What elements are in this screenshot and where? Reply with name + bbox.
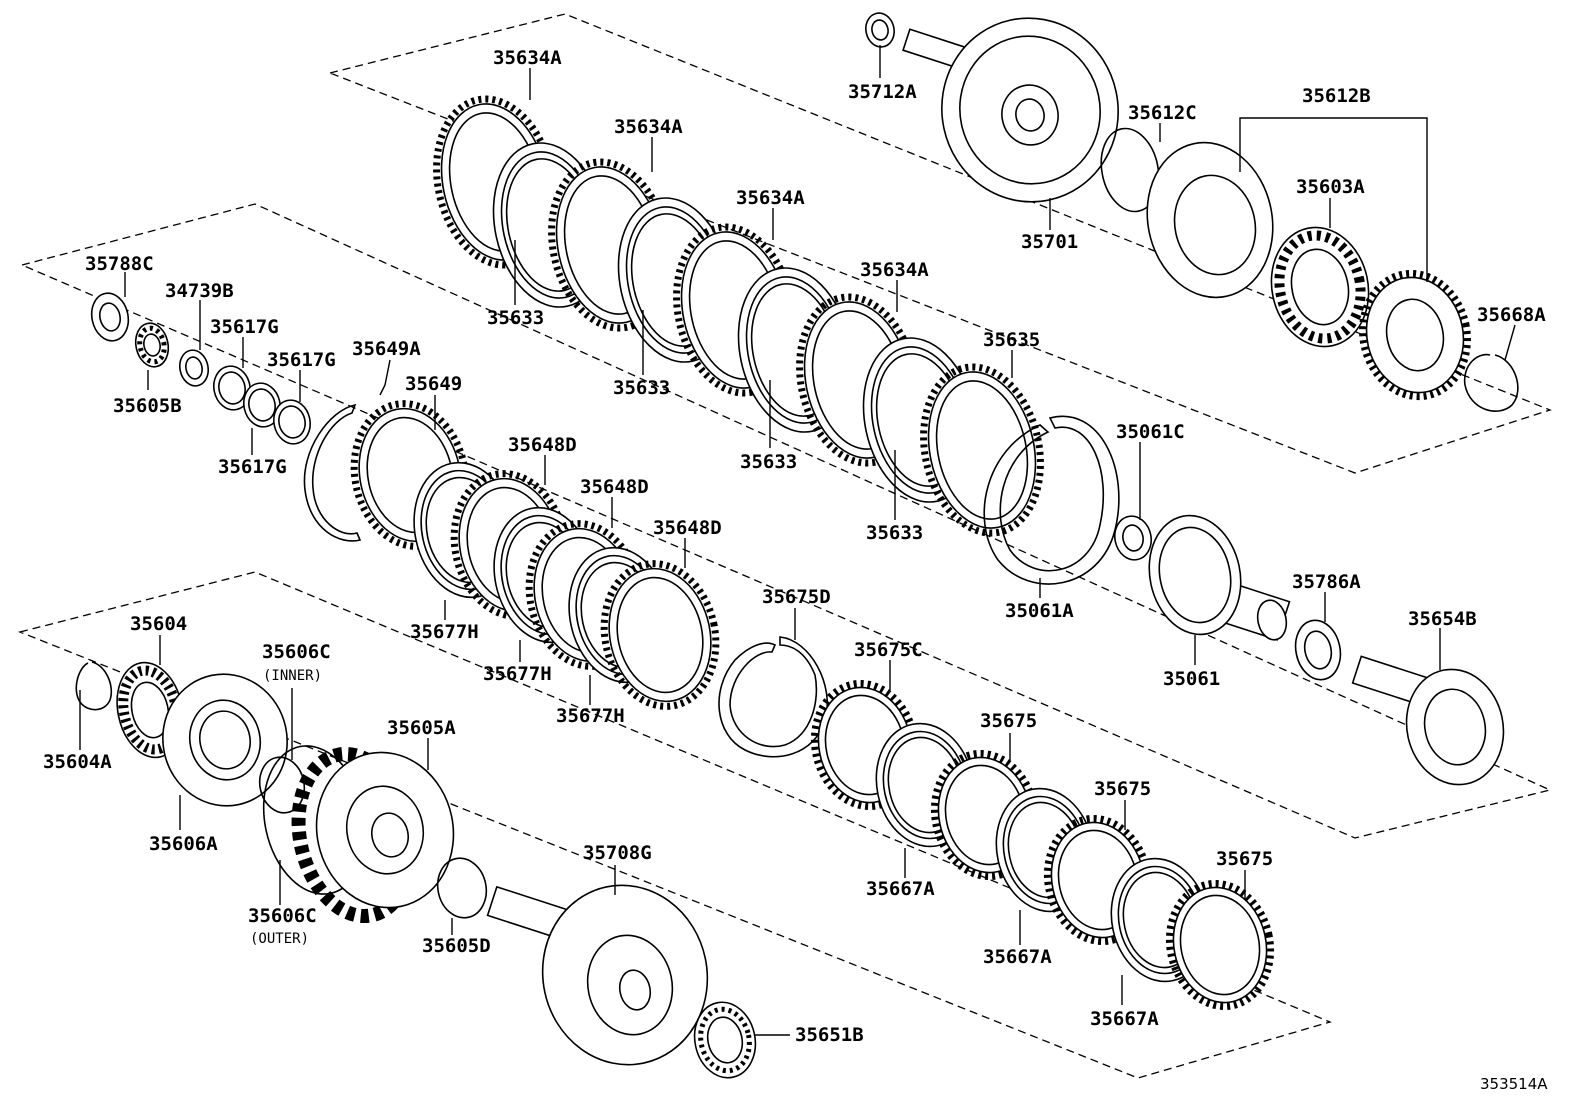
label-35648D-2: 35648D xyxy=(580,476,649,498)
label-35675-2: 35675 xyxy=(1094,778,1151,800)
note-outer: (OUTER) xyxy=(250,931,309,947)
piston-35612B xyxy=(1146,141,1274,299)
label-35675-1: 35675 xyxy=(980,710,1037,732)
snap-ring-35668A xyxy=(1463,353,1519,412)
label-35786A: 35786A xyxy=(1292,571,1361,593)
label-35634A-3: 35634A xyxy=(736,187,805,209)
label-35603A: 35603A xyxy=(1296,176,1365,198)
plate-35612B xyxy=(1359,269,1471,401)
label-35606C-outer: 35606C xyxy=(248,905,317,927)
plate-35675-3 xyxy=(1165,879,1275,1011)
label-35788C: 35788C xyxy=(85,253,154,275)
clutch-plates-middle xyxy=(350,400,720,710)
group-outline-bottom xyxy=(17,571,1332,1079)
group-outline-top xyxy=(327,13,1552,474)
label-35635: 35635 xyxy=(983,329,1040,351)
drum-35701 xyxy=(902,17,1119,203)
label-35667A-2: 35667A xyxy=(983,946,1052,968)
label-35675C: 35675C xyxy=(854,639,923,661)
o-ring-35605D xyxy=(436,857,488,919)
snap-ring-35649A xyxy=(303,403,362,542)
label-35605D: 35605D xyxy=(422,935,491,957)
label-35604: 35604 xyxy=(130,613,187,635)
clutch-plates-top xyxy=(433,95,1044,537)
part-labels: 35634A 35634A 35634A 35634A 35633 35633 … xyxy=(43,47,1548,1093)
label-35604A: 35604A xyxy=(43,751,112,773)
washer-35712A xyxy=(865,12,895,48)
label-34739B: 34739B xyxy=(165,280,234,302)
leader-lines xyxy=(79,45,1516,1036)
clutch-plates-lower xyxy=(810,679,1275,1011)
group-outline-middle xyxy=(20,203,1552,839)
label-35612C: 35612C xyxy=(1128,102,1197,124)
label-35701: 35701 xyxy=(1021,231,1078,253)
label-35675D: 35675D xyxy=(762,586,831,608)
label-35667A-3: 35667A xyxy=(1090,1008,1159,1030)
label-35677H-2: 35677H xyxy=(483,663,552,685)
label-35633-4: 35633 xyxy=(866,522,923,544)
label-35605A: 35605A xyxy=(387,717,456,739)
hub-35606A xyxy=(162,673,288,807)
snap-ring-35675D xyxy=(718,636,828,758)
spring-retainer-35603A xyxy=(1270,226,1370,348)
ring-35617G-1 xyxy=(213,365,251,411)
label-35606C-inner: 35606C xyxy=(262,641,331,663)
label-35649A: 35649A xyxy=(352,338,421,360)
bearing-35605B xyxy=(134,322,170,368)
plate-35648D-3 xyxy=(600,560,720,710)
snap-ring-35604A xyxy=(75,661,112,711)
label-35617G-2: 35617G xyxy=(267,349,336,371)
label-35061C: 35061C xyxy=(1116,421,1185,443)
drum-35061 xyxy=(1148,514,1291,641)
label-35606A: 35606A xyxy=(149,833,218,855)
label-35634A-2: 35634A xyxy=(614,116,683,138)
label-35633-1: 35633 xyxy=(487,307,544,329)
label-35654B: 35654B xyxy=(1408,608,1477,630)
label-35675-3: 35675 xyxy=(1216,848,1273,870)
label-35061: 35061 xyxy=(1163,668,1220,690)
label-35617G-3: 35617G xyxy=(218,456,287,478)
label-35677H-3: 35677H xyxy=(556,705,625,727)
bearing-35651B xyxy=(693,1001,757,1079)
washer-34739B xyxy=(179,349,209,387)
o-ring-35612C xyxy=(1100,127,1160,213)
label-35651B: 35651B xyxy=(795,1024,864,1046)
label-35648D-3: 35648D xyxy=(653,517,722,539)
drum-35605A xyxy=(291,746,455,924)
label-35633-3: 35633 xyxy=(740,451,797,473)
washer-35788C xyxy=(90,292,130,342)
label-35667A-1: 35667A xyxy=(866,878,935,900)
label-35605B: 35605B xyxy=(113,395,182,417)
label-35612B: 35612B xyxy=(1302,85,1371,107)
label-35634A-4: 35634A xyxy=(860,259,929,281)
washer-35786A xyxy=(1294,619,1342,681)
label-35677H-1: 35677H xyxy=(410,621,479,643)
label-35668A: 35668A xyxy=(1477,304,1546,326)
note-inner: (INNER) xyxy=(263,668,322,684)
label-35061A: 35061A xyxy=(1005,600,1074,622)
shaft-35708G xyxy=(486,884,709,1066)
label-35634A-1: 35634A xyxy=(493,47,562,69)
label-35649: 35649 xyxy=(405,373,462,395)
seal-35061C xyxy=(1114,515,1152,561)
ring-35617G-2 xyxy=(243,382,281,428)
reference-code: 353514A xyxy=(1480,1075,1548,1093)
label-35708G: 35708G xyxy=(583,842,652,864)
hub-35654B xyxy=(1351,655,1505,786)
label-35617G-1: 35617G xyxy=(210,316,279,338)
label-35712A: 35712A xyxy=(848,81,917,103)
label-35633-2: 35633 xyxy=(613,377,670,399)
label-35648D-1: 35648D xyxy=(508,434,577,456)
ring-35617G-3 xyxy=(273,399,311,445)
